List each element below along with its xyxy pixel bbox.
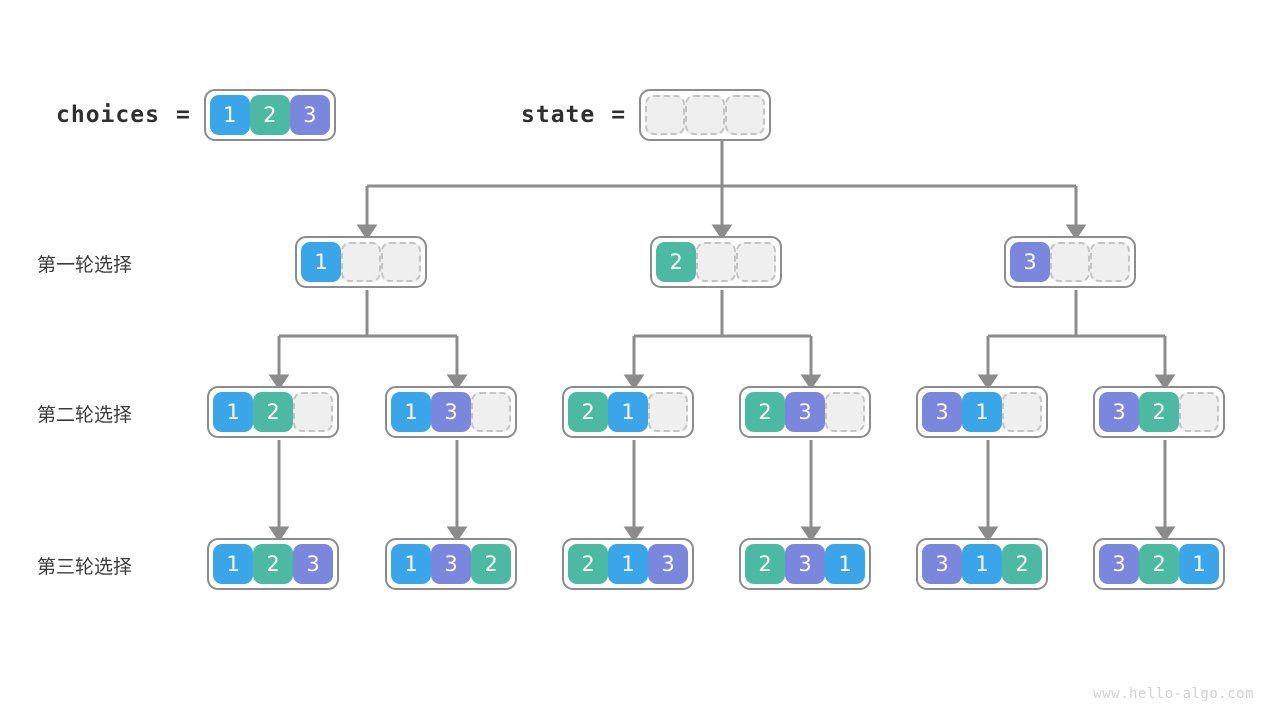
cell-round2-3-0: 2 <box>745 392 785 432</box>
cell-round3-3-1: 3 <box>785 544 825 584</box>
choices-cell-1: 2 <box>249 95 290 135</box>
node-round3-4: 3 1 2 <box>916 538 1048 590</box>
state-assignment: state = <box>521 89 772 141</box>
cell-round1-0-1 <box>341 242 381 282</box>
node-round1-0: 1 <box>295 236 427 288</box>
cell-round2-2-0: 2 <box>568 392 608 432</box>
cell-round3-5-2: 1 <box>1179 544 1219 584</box>
row-label-round-2: 第二轮选择 <box>37 404 133 426</box>
node-round3-2: 2 1 3 <box>562 538 694 590</box>
node-round2-1: 1 3 <box>385 386 517 438</box>
cell-round3-3-0: 2 <box>745 544 785 584</box>
cell-round2-5-1: 2 <box>1139 392 1179 432</box>
state-array <box>639 89 772 141</box>
cell-round2-4-0: 3 <box>922 392 962 432</box>
node-round3-1: 1 3 2 <box>385 538 517 590</box>
node-round3-3: 2 3 1 <box>739 538 871 590</box>
state-cell-1 <box>685 95 726 135</box>
cell-round3-2-0: 2 <box>568 544 608 584</box>
choices-label: choices <box>56 102 160 128</box>
node-round2-5: 3 2 <box>1093 386 1225 438</box>
choices-cell-2: 3 <box>289 95 330 135</box>
cell-round2-1-1: 3 <box>431 392 471 432</box>
cell-round1-1-0: 2 <box>656 242 696 282</box>
cell-round3-1-2: 2 <box>471 544 511 584</box>
cell-round3-5-1: 2 <box>1139 544 1179 584</box>
choices-array: 1 2 3 <box>203 89 336 141</box>
node-round2-2: 2 1 <box>562 386 694 438</box>
node-round2-0: 1 2 <box>207 386 339 438</box>
row-label-round-3: 第三轮选择 <box>37 556 133 578</box>
cell-round2-2-2 <box>648 392 688 432</box>
cell-round2-3-2 <box>825 392 865 432</box>
cell-round3-3-2: 1 <box>825 544 865 584</box>
cell-round1-1-1 <box>696 242 736 282</box>
cell-round1-2-0: 3 <box>1010 242 1050 282</box>
row-label-round-1: 第一轮选择 <box>37 254 133 276</box>
cell-round3-0-0: 1 <box>213 544 253 584</box>
node-round2-3: 2 3 <box>739 386 871 438</box>
node-round2-4: 3 1 <box>916 386 1048 438</box>
cell-round3-4-2: 2 <box>1002 544 1042 584</box>
cell-round3-1-0: 1 <box>391 544 431 584</box>
cell-round2-0-2 <box>293 392 333 432</box>
choices-assignment: choices = 1 2 3 <box>56 89 336 141</box>
state-cell-2 <box>725 95 766 135</box>
cell-round2-0-1: 2 <box>253 392 293 432</box>
cell-round3-0-1: 2 <box>253 544 293 584</box>
state-cell-0 <box>645 95 686 135</box>
cell-round2-2-1: 1 <box>608 392 648 432</box>
cell-round1-0-0: 1 <box>301 242 341 282</box>
cell-round3-4-1: 1 <box>962 544 1002 584</box>
cell-round2-0-0: 1 <box>213 392 253 432</box>
cell-round2-1-2 <box>471 392 511 432</box>
cell-round2-4-2 <box>1002 392 1042 432</box>
cell-round2-3-1: 3 <box>785 392 825 432</box>
cell-round1-1-2 <box>736 242 776 282</box>
choices-cell-0: 1 <box>209 95 250 135</box>
cell-round3-0-2: 3 <box>293 544 333 584</box>
node-round3-5: 3 2 1 <box>1093 538 1225 590</box>
cell-round2-4-1: 1 <box>962 392 1002 432</box>
state-label: state <box>521 102 596 128</box>
cell-round3-2-2: 3 <box>648 544 688 584</box>
node-round1-1: 2 <box>650 236 782 288</box>
cell-round1-2-2 <box>1090 242 1130 282</box>
cell-round3-1-1: 3 <box>431 544 471 584</box>
cell-round2-1-0: 1 <box>391 392 431 432</box>
node-round1-2: 3 <box>1004 236 1136 288</box>
cell-round3-5-0: 3 <box>1099 544 1139 584</box>
cell-round3-2-1: 1 <box>608 544 648 584</box>
cell-round3-4-0: 3 <box>922 544 962 584</box>
site-watermark: www.hello-algo.com <box>1093 686 1254 702</box>
cell-round2-5-2 <box>1179 392 1219 432</box>
choices-equals-sign: = <box>175 102 190 128</box>
state-equals-sign: = <box>611 102 626 128</box>
cell-round2-5-0: 3 <box>1099 392 1139 432</box>
cell-round1-2-1 <box>1050 242 1090 282</box>
node-round3-0: 1 2 3 <box>207 538 339 590</box>
cell-round1-0-2 <box>381 242 421 282</box>
